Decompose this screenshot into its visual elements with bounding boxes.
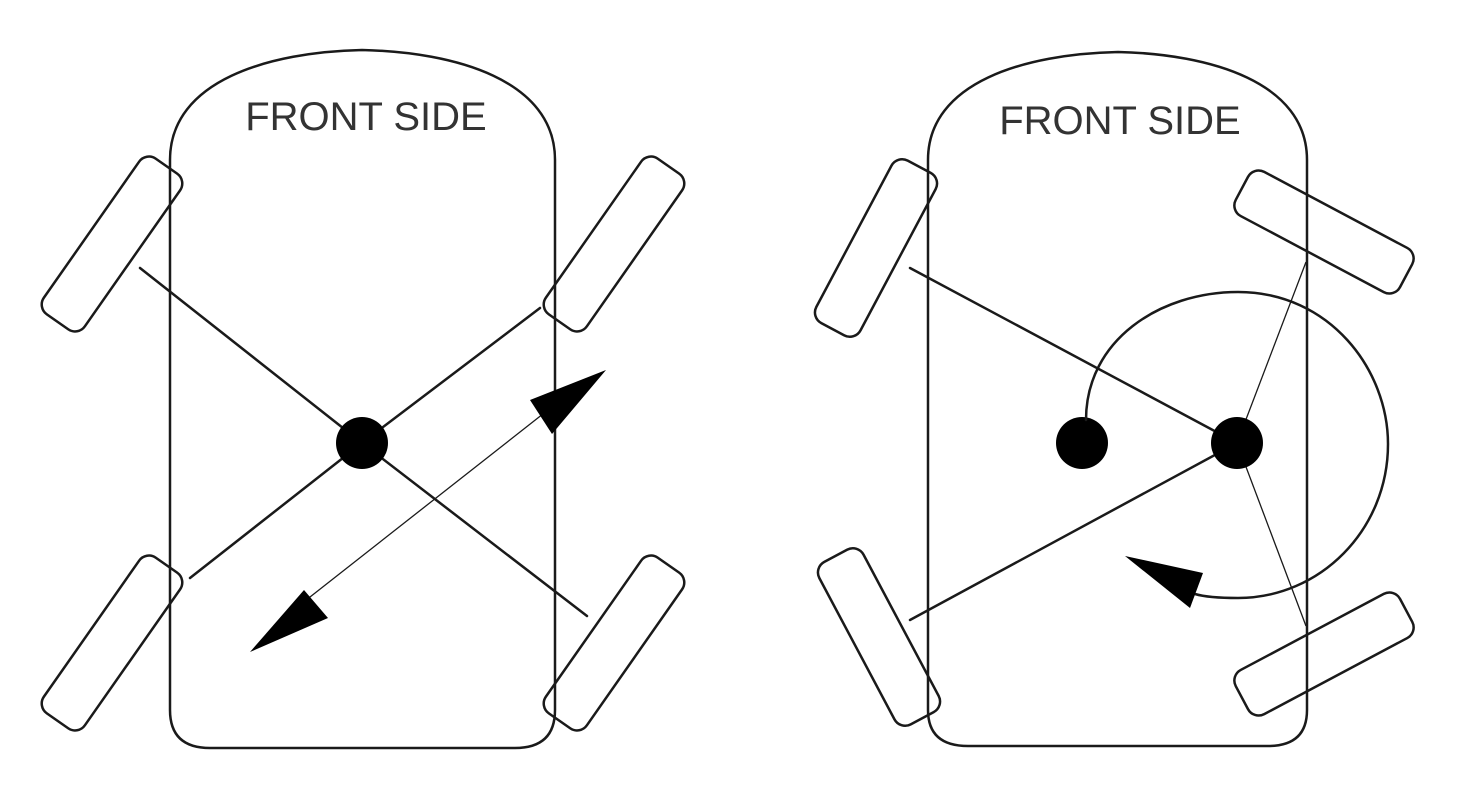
rear-right-wheel [542, 554, 686, 732]
axle-line [908, 441, 1239, 622]
arrowhead-up-right [530, 370, 606, 434]
diagonal-movement-diagram: FRONT SIDE [40, 48, 686, 750]
axle-line [188, 441, 364, 580]
axle-line [360, 306, 542, 445]
rotation-arrowhead [1125, 556, 1203, 608]
rear-left-wheel [816, 547, 942, 727]
center-point [336, 417, 388, 469]
vehicle-body-outline [926, 50, 1309, 748]
offset-point [1056, 417, 1108, 469]
vehicle-body-outline [168, 48, 557, 750]
axle-line [138, 266, 364, 445]
axle-line [1236, 442, 1307, 627]
rear-right-wheel [1233, 591, 1415, 717]
rotation-center-point [1211, 417, 1263, 469]
front-side-label: FRONT SIDE [245, 95, 487, 139]
axle-line [1236, 261, 1307, 444]
movement-direction-line [295, 409, 549, 609]
axle-line [360, 441, 589, 618]
front-right-wheel [542, 155, 686, 333]
rotation-arc [1084, 290, 1390, 600]
front-left-wheel [813, 158, 939, 338]
arrowhead-down-left [250, 590, 328, 652]
rotation-movement-diagram: FRONT SIDE [813, 50, 1415, 748]
rear-left-wheel [40, 554, 184, 732]
axle-line [908, 266, 1239, 445]
front-side-label: FRONT SIDE [999, 99, 1241, 143]
front-left-wheel [40, 155, 184, 333]
front-right-wheel [1233, 169, 1415, 295]
